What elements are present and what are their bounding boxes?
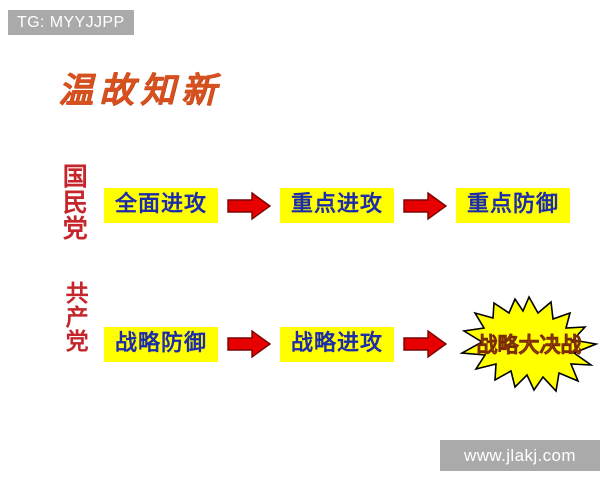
stage-chip: 战略防御 <box>104 326 219 362</box>
flow-row-kmt: 全面进攻 重点进攻 重点防御 <box>104 188 571 223</box>
stage-chip: 全面进攻 <box>104 188 219 223</box>
row-label-kmt: 国民党 <box>59 163 89 241</box>
right-arrow-icon <box>403 191 448 220</box>
starburst-label: 战略大决战 <box>476 333 582 358</box>
watermark-bottom-right: www.jlakj.com <box>440 440 600 471</box>
starburst-callout: 战略大决战 <box>458 295 600 393</box>
watermark-top-left: TG: MYYJJPP <box>8 10 134 35</box>
page-title: 温故知新 <box>58 70 223 111</box>
stage-chip: 战略进攻 <box>280 326 395 362</box>
flow-row-cpc: 战略防御 战略进攻 战略大决战 <box>104 295 600 393</box>
stage-chip: 重点进攻 <box>280 188 395 223</box>
right-arrow-icon <box>227 329 272 359</box>
starburst-icon <box>459 295 599 393</box>
right-arrow-icon <box>227 191 272 220</box>
row-label-cpc: 共产党 <box>61 281 89 353</box>
right-arrow-icon <box>403 329 448 359</box>
stage-chip: 重点防御 <box>456 188 571 223</box>
